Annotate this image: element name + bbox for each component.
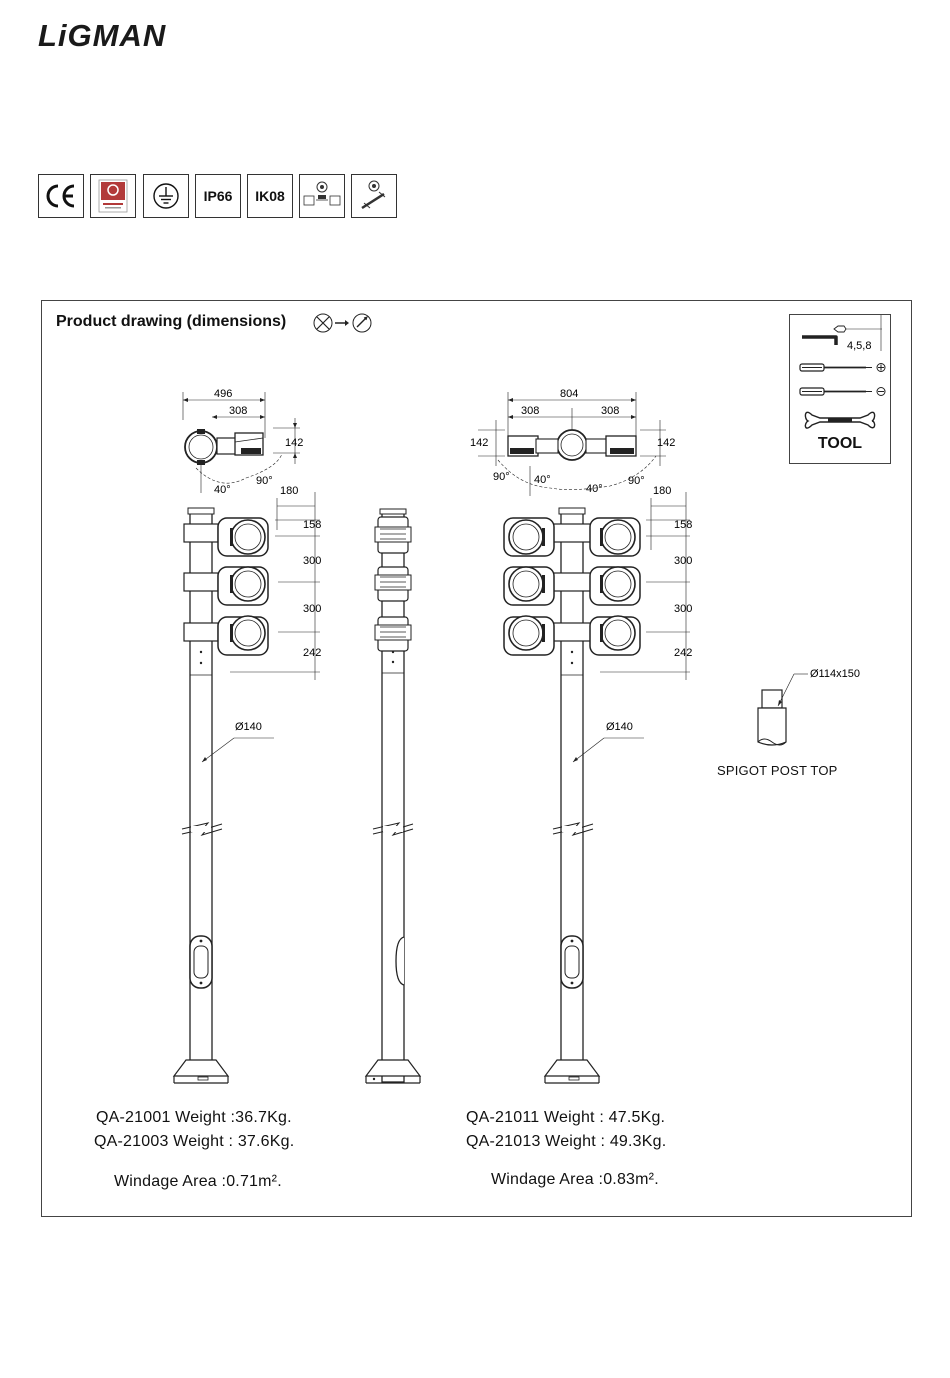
tool-label: TOOL xyxy=(817,435,863,452)
spigot-dimension: Ø114x150 xyxy=(810,668,860,680)
single-arm-plan-view: 496 308 142 40° 90° xyxy=(182,388,303,496)
dim-side-offset: 180 xyxy=(280,485,298,497)
spec-right-line1: QA-21011 Weight : 47.5Kg. xyxy=(466,1109,666,1126)
single-arm-pole-drawing: 496 308 142 40° 90° 180 158 300 300 242 xyxy=(172,388,321,1084)
angle-left-side: 90° xyxy=(493,471,510,483)
ik08-badge: IK08 xyxy=(247,174,293,218)
spec-left-windage: Windage Area :0.71m². xyxy=(114,1173,282,1190)
spigot-label: SPIGOT POST TOP xyxy=(717,763,838,778)
drawing-frame xyxy=(41,300,912,1217)
angle-left-rear: 40° xyxy=(534,474,551,486)
dim-spacing-2-double: 300 xyxy=(674,603,692,615)
dim-bottom-drop: 242 xyxy=(303,647,321,659)
dim-head-offset-left: 142 xyxy=(470,437,488,449)
dim-head-offset-right: 142 xyxy=(657,437,675,449)
dim-bottom-drop-double: 242 xyxy=(674,647,692,659)
double-arm-pole-drawing: 804 308 308 142 142 90° 40° 40° 90° 180 … xyxy=(470,388,692,1084)
tool-box: 4,5,8 TOOL xyxy=(789,314,891,464)
angle-right-rear: 40° xyxy=(586,483,603,495)
angle-right-side: 90° xyxy=(628,475,645,487)
hex-key-sizes: 4,5,8 xyxy=(847,340,871,352)
angle-side: 90° xyxy=(256,475,273,487)
quality-seal-icon xyxy=(90,174,136,218)
dim-side-offset-double: 180 xyxy=(653,485,671,497)
dim-spacing-2: 300 xyxy=(303,603,321,615)
dim-first-drop: 158 xyxy=(303,519,321,531)
spec-right-windage: Windage Area :0.83m². xyxy=(491,1171,659,1188)
dim-spacing-1-double: 300 xyxy=(674,555,692,567)
dim-spacing-1: 300 xyxy=(303,555,321,567)
spec-left-line2: QA-21003 Weight : 37.6Kg. xyxy=(94,1133,295,1150)
tools-diagram: 4,5,8 xyxy=(799,315,886,429)
drawing-title: Product drawing (dimensions) xyxy=(56,313,287,330)
dim-pole-diameter: Ø140 xyxy=(235,721,262,733)
tilt-adjust-icon xyxy=(351,174,397,218)
brand-logo: LiGMAN xyxy=(38,18,167,53)
dim-arm-right: 308 xyxy=(601,405,619,417)
dim-first-drop-double: 158 xyxy=(674,519,692,531)
ce-mark-icon xyxy=(38,174,84,218)
dim-arm-left: 308 xyxy=(521,405,539,417)
spigot-drawing: Ø114x150 xyxy=(757,668,860,746)
ip66-badge: IP66 xyxy=(195,174,241,218)
dim-top-width-double: 804 xyxy=(560,388,578,400)
mounting-heights-icon xyxy=(299,174,345,218)
side-view-pole-drawing xyxy=(364,508,422,1084)
angle-rear: 40° xyxy=(214,484,231,496)
dim-pole-diameter-double: Ø140 xyxy=(606,721,633,733)
spec-right-line2: QA-21013 Weight : 49.3Kg. xyxy=(466,1133,667,1150)
dim-top-width: 496 xyxy=(214,388,232,400)
assembly-icon xyxy=(313,313,372,333)
dim-head-offset: 142 xyxy=(285,437,303,449)
dim-arm-length: 308 xyxy=(229,405,247,417)
spec-left-line1: QA-21001 Weight :36.7Kg. xyxy=(96,1109,292,1126)
double-arm-plan-view: 804 308 308 142 142 90° 40° 40° 90° xyxy=(470,388,675,496)
earth-ground-icon xyxy=(143,174,189,218)
